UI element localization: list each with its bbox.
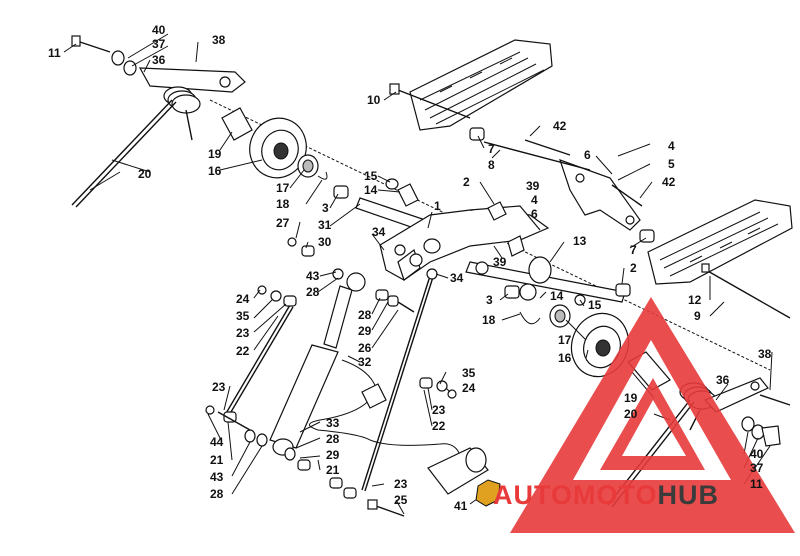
callout-17b: 17: [558, 333, 572, 347]
callout-6: 6: [584, 148, 591, 162]
callout-16b: 16: [558, 351, 572, 365]
callout-44: 44: [210, 435, 224, 449]
callout-38b: 38: [758, 347, 772, 361]
callout-34b: 34: [450, 271, 464, 285]
callout-39b: 39: [493, 255, 507, 269]
callout-11b: 11: [750, 477, 763, 491]
callout-19: 19: [208, 147, 222, 161]
callout-10: 10: [367, 93, 381, 107]
callout-28d: 28: [210, 487, 224, 501]
callout-27: 27: [276, 216, 290, 230]
callout-23d: 23: [394, 477, 408, 491]
callout-5: 5: [668, 157, 675, 171]
callout-20: 20: [138, 167, 152, 181]
callout-9: 9: [694, 309, 701, 323]
callout-38: 38: [212, 33, 226, 47]
callout-34: 34: [372, 225, 386, 239]
callout-22: 22: [236, 344, 250, 358]
callout-17: 17: [276, 181, 290, 195]
callout-37b: 37: [750, 461, 764, 475]
callout-28: 28: [306, 285, 320, 299]
callout-36b: 36: [716, 373, 730, 387]
callout-39: 39: [526, 179, 540, 193]
callout-20b: 20: [624, 407, 638, 421]
callout-29: 29: [358, 324, 372, 338]
callout-28c: 28: [326, 432, 340, 446]
callout-13: 13: [573, 234, 587, 248]
callout-7b: 7: [630, 243, 637, 257]
callout-43: 43: [306, 269, 320, 283]
callout-41: 41: [454, 499, 468, 513]
callout-labels: 11 40 37 36 38 10 42 7 8 6 4 5 42 19 16 …: [48, 23, 772, 513]
callout-23: 23: [236, 326, 250, 340]
callout-29b: 29: [326, 448, 340, 462]
callout-31: 31: [318, 218, 332, 232]
watermark-inner-triangle-icon: [600, 378, 705, 470]
callout-3: 3: [322, 201, 329, 215]
callout-14b: 14: [550, 289, 564, 303]
callout-4b: 4: [531, 193, 538, 207]
callout-24b: 24: [462, 381, 476, 395]
watermark-text-auto: AUTOMOTOHUB: [493, 480, 719, 510]
callout-18: 18: [276, 197, 290, 211]
callout-19b: 19: [624, 391, 638, 405]
callout-40b: 40: [750, 447, 764, 461]
callout-25: 25: [394, 493, 408, 507]
callout-2: 2: [463, 175, 470, 189]
callout-12: 12: [688, 293, 702, 307]
watermark-badge-icon: [475, 479, 501, 507]
callout-35: 35: [236, 309, 250, 323]
callout-1: 1: [434, 199, 441, 213]
callout-11: 11: [48, 46, 61, 60]
watermark-triangle-icon: [510, 297, 795, 533]
callout-30: 30: [318, 235, 332, 249]
callout-28b: 28: [358, 308, 372, 322]
callout-21: 21: [326, 463, 340, 477]
callout-18b: 18: [482, 313, 496, 327]
callout-14: 14: [364, 183, 378, 197]
callout-16: 16: [208, 164, 222, 178]
callout-42b: 42: [662, 175, 676, 189]
callout-15b: 15: [588, 298, 602, 312]
callout-23c: 23: [212, 380, 226, 394]
callout-2b: 2: [630, 261, 637, 275]
callout-15: 15: [364, 169, 378, 183]
callout-8: 8: [488, 158, 495, 172]
callout-3b: 3: [486, 293, 493, 307]
callout-33: 33: [326, 416, 340, 430]
watermark: AUTOMOTOHUB: [475, 297, 795, 533]
callout-22b: 22: [432, 419, 446, 433]
callout-4: 4: [668, 139, 675, 153]
callout-40: 40: [152, 23, 166, 37]
callout-21b: 21: [210, 453, 224, 467]
callout-42: 42: [553, 119, 567, 133]
callout-24: 24: [236, 292, 250, 306]
callout-43b: 43: [210, 470, 224, 484]
callout-6b: 6: [531, 207, 538, 221]
callout-32: 32: [358, 355, 372, 369]
callout-35b: 35: [462, 366, 476, 380]
callout-23b: 23: [432, 403, 446, 417]
callout-7: 7: [488, 142, 495, 156]
callout-26: 26: [358, 341, 372, 355]
callout-37: 37: [152, 37, 166, 51]
callout-36: 36: [152, 53, 166, 67]
